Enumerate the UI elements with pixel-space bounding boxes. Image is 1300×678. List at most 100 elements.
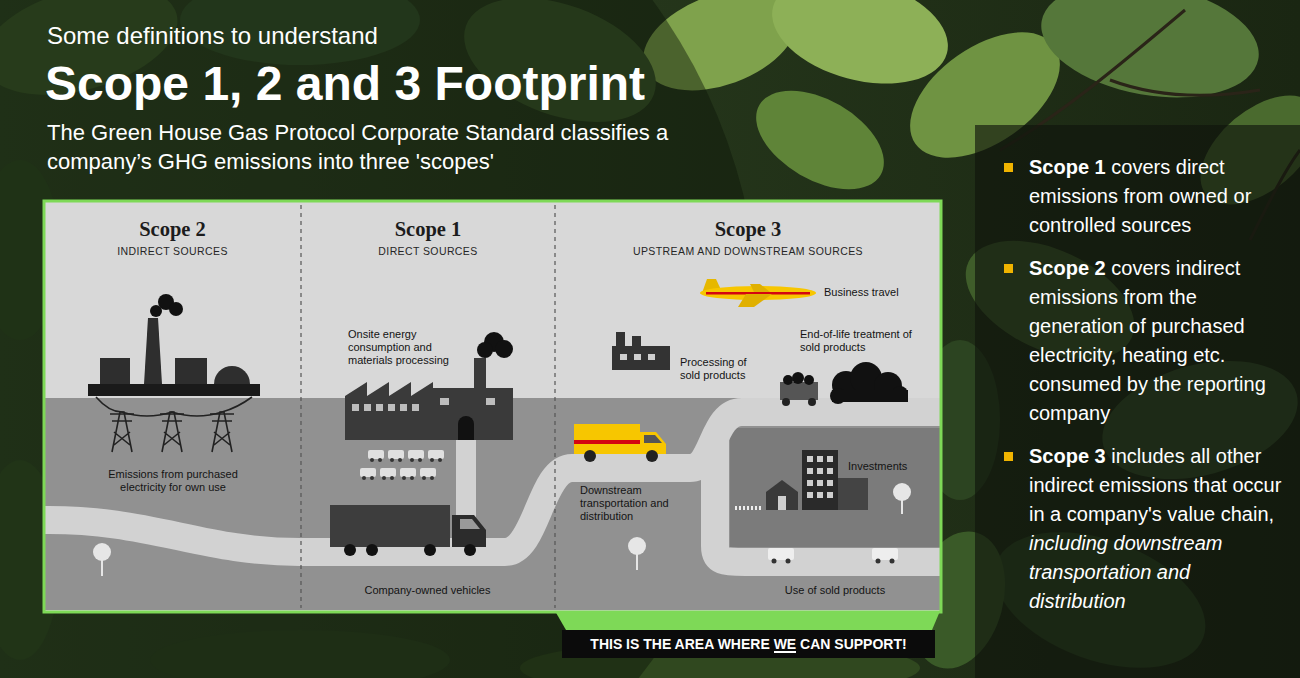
factory-building [352, 404, 359, 411]
car-symbol [420, 468, 436, 477]
delivery-van [584, 450, 596, 462]
factory-building [388, 404, 395, 411]
car-symbol [370, 458, 374, 462]
van-symbol [768, 548, 898, 564]
factory-building [433, 388, 513, 440]
delivery-van [574, 440, 640, 444]
tree-symbol [636, 552, 638, 570]
underline-mark [774, 651, 797, 653]
processing-factory [616, 332, 625, 346]
car-symbol [428, 450, 444, 459]
processing-factory [620, 354, 627, 360]
power-line [210, 412, 234, 452]
car-symbol [368, 450, 384, 459]
investment-buildings [735, 450, 868, 510]
investment-buildings [778, 496, 786, 510]
callout-box: THIS IS THE AREA WHERE WE CAN SUPPORT! [562, 630, 935, 658]
scope-subheading: UPSTREAM AND DOWNSTREAM SOURCES [556, 244, 940, 259]
scope-term: Scope 2 [1029, 257, 1106, 279]
waste-cart [808, 398, 816, 406]
power-plant [88, 384, 260, 396]
investment-buildings [807, 492, 813, 498]
scope-heading: Scope 3 [556, 216, 940, 242]
investment-buildings [827, 492, 833, 498]
scope-term: Scope 3 [1029, 445, 1106, 467]
illustration-label: Use of sold products [770, 584, 900, 597]
van-symbol [890, 559, 895, 564]
scope-heading: Scope 2 [45, 216, 300, 242]
processing-factory [648, 354, 655, 360]
car-symbol [378, 458, 382, 462]
investment-buildings [802, 450, 838, 510]
illustration-label: Company-owned vehicles [340, 584, 515, 597]
intro-text: The Green House Gas Protocol Corporate S… [47, 118, 672, 176]
section-divider [300, 205, 301, 608]
car-symbol [390, 476, 394, 480]
branch-line [1110, 80, 1260, 95]
van-symbol [772, 559, 777, 564]
tree-symbol [901, 498, 903, 514]
cargo-plane [750, 284, 770, 292]
section-divider [301, 205, 555, 608]
definition-panel: Scope 1covers direct emissions from owne… [975, 125, 1300, 678]
car-symbol [362, 476, 366, 480]
illustration-label: Processing of sold products [680, 356, 766, 382]
investment-buildings [807, 480, 813, 486]
car-symbol [422, 476, 426, 480]
power-line [160, 412, 184, 452]
scope-heading: Scope 1 [302, 216, 554, 242]
van-symbol [786, 559, 791, 564]
investment-buildings [827, 468, 833, 474]
cargo-plane [738, 294, 772, 307]
car-symbol [410, 476, 414, 480]
scope-term: Scope 1 [1029, 156, 1106, 178]
investment-buildings [827, 480, 833, 486]
slide-title: Scope 1, 2 and 3 Footprint [45, 56, 645, 112]
delivery-van [574, 424, 666, 462]
investment-buildings [807, 468, 813, 474]
van-symbol [876, 559, 881, 564]
illustration-label: Investments [848, 460, 922, 473]
factory-building [440, 398, 449, 405]
illustration-label: End-of-life treatment of sold products [800, 328, 928, 354]
car-symbol [360, 450, 444, 480]
power-plant [214, 366, 250, 384]
truck-symbol [366, 544, 378, 556]
power-plant [144, 318, 162, 384]
leaf-shape [739, 70, 900, 209]
waste-cart [780, 362, 908, 406]
callout-text: THIS IS THE AREA WHERE WE CAN SUPPORT! [590, 635, 906, 653]
car-symbol [430, 476, 434, 480]
factory-building [474, 358, 486, 388]
definition-text: covers indirect emissions from the gener… [1029, 257, 1266, 424]
bullet-square [1004, 163, 1013, 172]
car-symbol [388, 450, 404, 459]
car-symbol [360, 468, 376, 477]
factory-building [400, 404, 407, 411]
waste-cart [782, 398, 790, 406]
investment-buildings [817, 456, 823, 462]
scope-section: Scope 2INDIRECT SOURCES [45, 203, 300, 609]
factory-building [376, 404, 383, 411]
illustration-label: Downstream transportation and distributi… [580, 484, 676, 523]
factory-building [477, 342, 493, 358]
cargo-plane [700, 279, 816, 307]
power-plant [175, 358, 207, 384]
investment-buildings [778, 456, 833, 510]
van-symbol [768, 548, 794, 560]
car-symbol [398, 458, 402, 462]
truck-symbol [330, 505, 450, 547]
power-line [96, 397, 252, 452]
factory-building [352, 398, 495, 411]
waste-cart [804, 375, 814, 385]
bullet-item: Scope 2covers indirect emissions from th… [1029, 254, 1288, 428]
truck-symbol [460, 519, 480, 529]
factory-building [495, 340, 513, 358]
delivery-van [644, 435, 662, 443]
delivery-van [574, 424, 640, 454]
truck-symbol [344, 544, 356, 556]
bullet-item: Scope 1covers direct emissions from owne… [1029, 153, 1288, 240]
illustration-label: Onsite energy consumption and materials … [348, 328, 461, 367]
truck-symbol [424, 544, 436, 556]
car-symbol [408, 450, 424, 459]
